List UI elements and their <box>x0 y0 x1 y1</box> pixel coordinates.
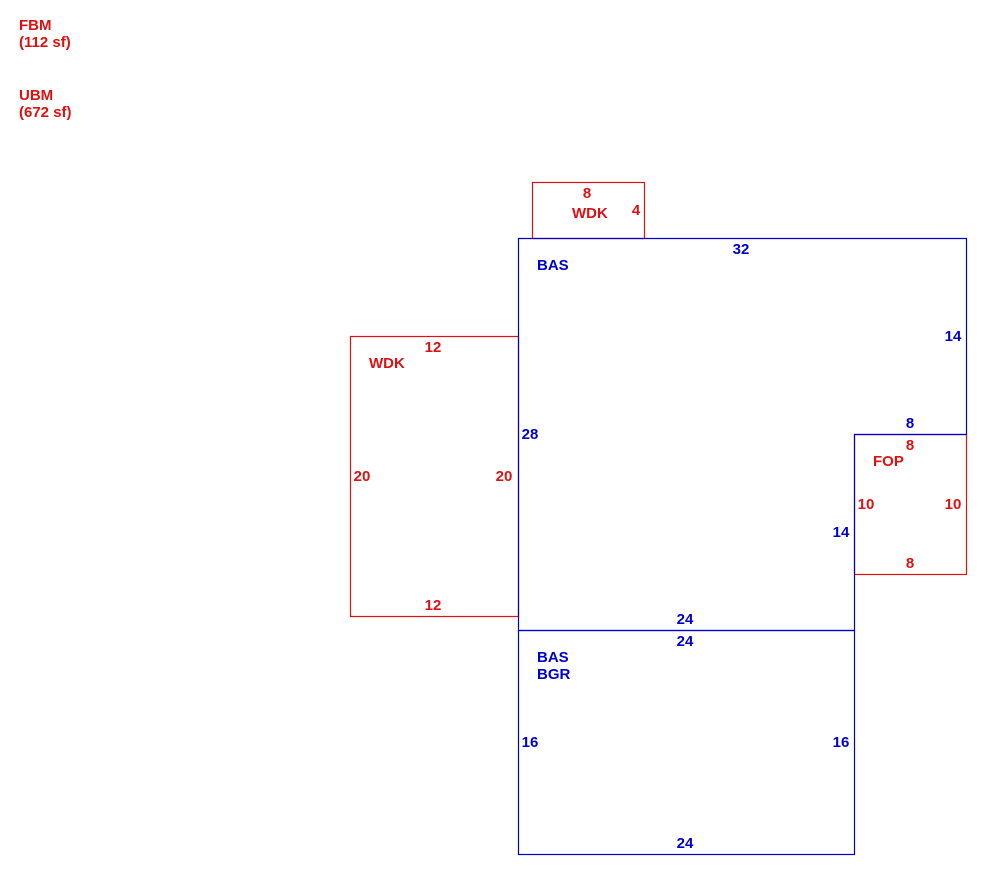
wdk-left-dim-left: 20 <box>354 468 371 485</box>
bas-bgr-code-2: BGR <box>537 666 571 683</box>
bas-main-dim-right: 14 <box>945 328 962 345</box>
bas-bgr-code-1: BAS <box>537 649 569 666</box>
legend-ubm: UBM (672 sf) <box>19 87 72 121</box>
bas-main-outline <box>517 237 968 632</box>
fop-code: FOP <box>873 453 904 470</box>
bas-bgr-dim-top: 24 <box>677 633 694 650</box>
bas-bgr-dim-left: 16 <box>522 734 539 751</box>
wdk-left-code: WDK <box>369 355 405 372</box>
legend-fbm-code: FBM <box>19 17 52 34</box>
bas-main-dim-notch-side: 14 <box>833 524 850 541</box>
fop-dim-right: 10 <box>945 496 962 513</box>
legend-ubm-code: UBM <box>19 87 54 104</box>
bas-main-dim-left: 28 <box>522 426 539 443</box>
wdk-top-code: WDK <box>572 205 608 222</box>
bas-bgr-outline <box>517 629 856 856</box>
fop-dim-left: 10 <box>858 496 875 513</box>
bas-bgr-dim-bottom: 24 <box>677 835 694 852</box>
wdk-left-dim-bottom: 12 <box>425 597 442 614</box>
fop-dim-top: 8 <box>906 437 914 454</box>
wdk-top-dim-right: 4 <box>632 202 641 219</box>
bas-main-code: BAS <box>537 257 569 274</box>
bas-main-dim-notch-top: 8 <box>906 415 914 432</box>
bas-main-dim-top: 32 <box>733 241 750 258</box>
wdk-left-outline <box>349 335 520 618</box>
bas-bgr-dim-right: 16 <box>833 734 850 751</box>
wdk-left-dim-right: 20 <box>496 468 513 485</box>
wdk-left-dim-top: 12 <box>425 339 442 356</box>
wdk-top-dim-top: 8 <box>583 185 591 202</box>
bas-main-dim-bottom: 24 <box>677 611 694 628</box>
legend-ubm-area: (672 sf) <box>19 104 72 121</box>
fop-dim-bottom: 8 <box>906 555 914 572</box>
legend-fbm-area: (112 sf) <box>19 34 71 51</box>
legend-fbm: FBM (112 sf) <box>19 17 71 51</box>
